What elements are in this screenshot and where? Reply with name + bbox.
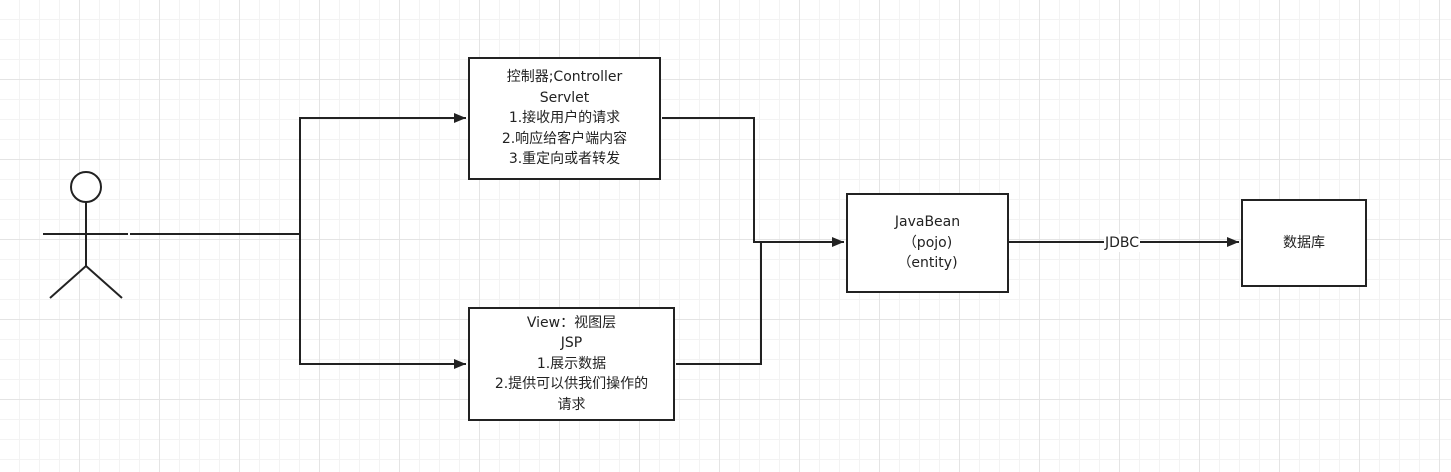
javabean-line-1: JavaBean xyxy=(894,214,961,231)
view-line-1: View：视图层 xyxy=(526,314,617,331)
view-line-4: 2.提供可以供我们操作的 xyxy=(494,376,649,393)
view-line-3: 1.展示数据 xyxy=(536,355,607,372)
javabean-line-3: （entity) xyxy=(897,255,958,272)
view-line-5: 请求 xyxy=(557,396,586,413)
edge-view-to-javabean xyxy=(676,242,762,365)
actor-user-icon xyxy=(43,171,128,299)
controller-line-3: 1.接收用户的请求 xyxy=(508,110,621,127)
view-box[interactable]: View：视图层 JSP 1.展示数据 2.提供可以供我们操作的 请求 xyxy=(468,307,675,421)
database-box[interactable]: 数据库 xyxy=(1241,199,1367,287)
view-line-2: JSP xyxy=(560,335,583,352)
jdbc-edge-label: JDBC xyxy=(1104,234,1141,252)
controller-box[interactable]: 控制器;Controller Servlet 1.接收用户的请求 2.响应给客户… xyxy=(468,57,661,180)
edge-controller-to-javabean xyxy=(662,117,844,247)
javabean-line-2: （pojo) xyxy=(902,234,953,251)
database-label: 数据库 xyxy=(1283,234,1325,251)
edge-user-to-view xyxy=(299,234,466,369)
controller-line-4: 2.响应给客户端内容 xyxy=(501,130,628,147)
controller-line-2: Servlet xyxy=(539,89,590,106)
edge-user-to-controller xyxy=(130,113,466,235)
controller-line-1: 控制器;Controller xyxy=(506,69,623,86)
javabean-box[interactable]: JavaBean （pojo) （entity) xyxy=(846,193,1009,293)
controller-line-5: 3.重定向或者转发 xyxy=(508,151,621,168)
